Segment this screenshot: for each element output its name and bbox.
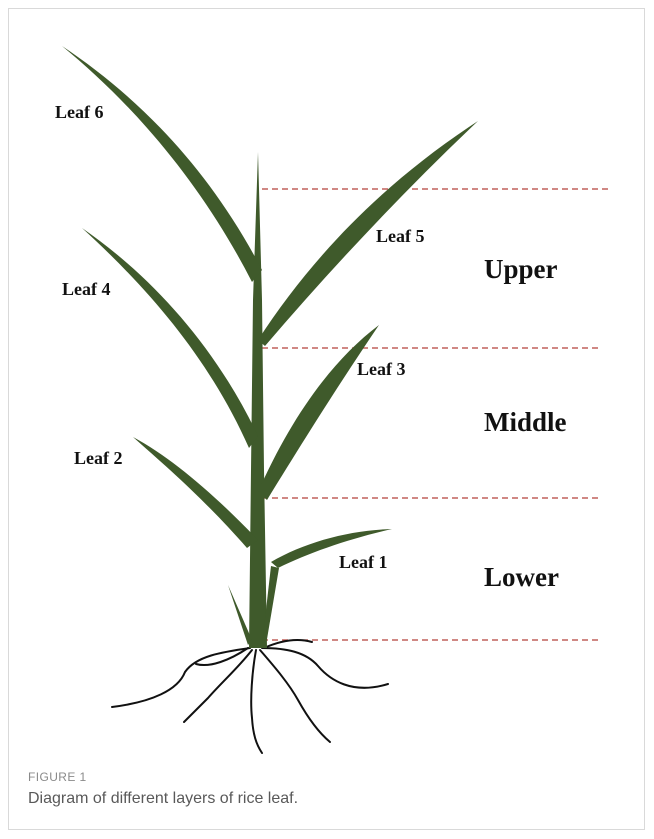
- leaf-label-4: Leaf 4: [62, 279, 111, 299]
- leaf-label-2: Leaf 2: [74, 448, 123, 468]
- rice-plant: [62, 46, 478, 648]
- layer-label-middle: Middle: [484, 407, 567, 437]
- leaf-4: [82, 228, 258, 448]
- leaf-5: [258, 121, 478, 346]
- figure-label: FIGURE 1: [28, 770, 87, 784]
- leaf-3: [258, 325, 379, 500]
- leaf-label-3: Leaf 3: [357, 359, 406, 379]
- leaf-label-1: Leaf 1: [339, 552, 388, 572]
- leaf-2: [133, 437, 258, 548]
- leaf-label-5: Leaf 5: [376, 226, 425, 246]
- stem: [249, 152, 267, 648]
- layer-label-lower: Lower: [484, 562, 559, 592]
- base-leaf-left: [228, 585, 252, 645]
- layer-label-upper: Upper: [484, 254, 558, 284]
- roots: [112, 640, 388, 753]
- figure-caption: Diagram of different layers of rice leaf…: [28, 790, 298, 808]
- leaf-label-6: Leaf 6: [55, 102, 104, 122]
- leaf-6: [62, 46, 262, 282]
